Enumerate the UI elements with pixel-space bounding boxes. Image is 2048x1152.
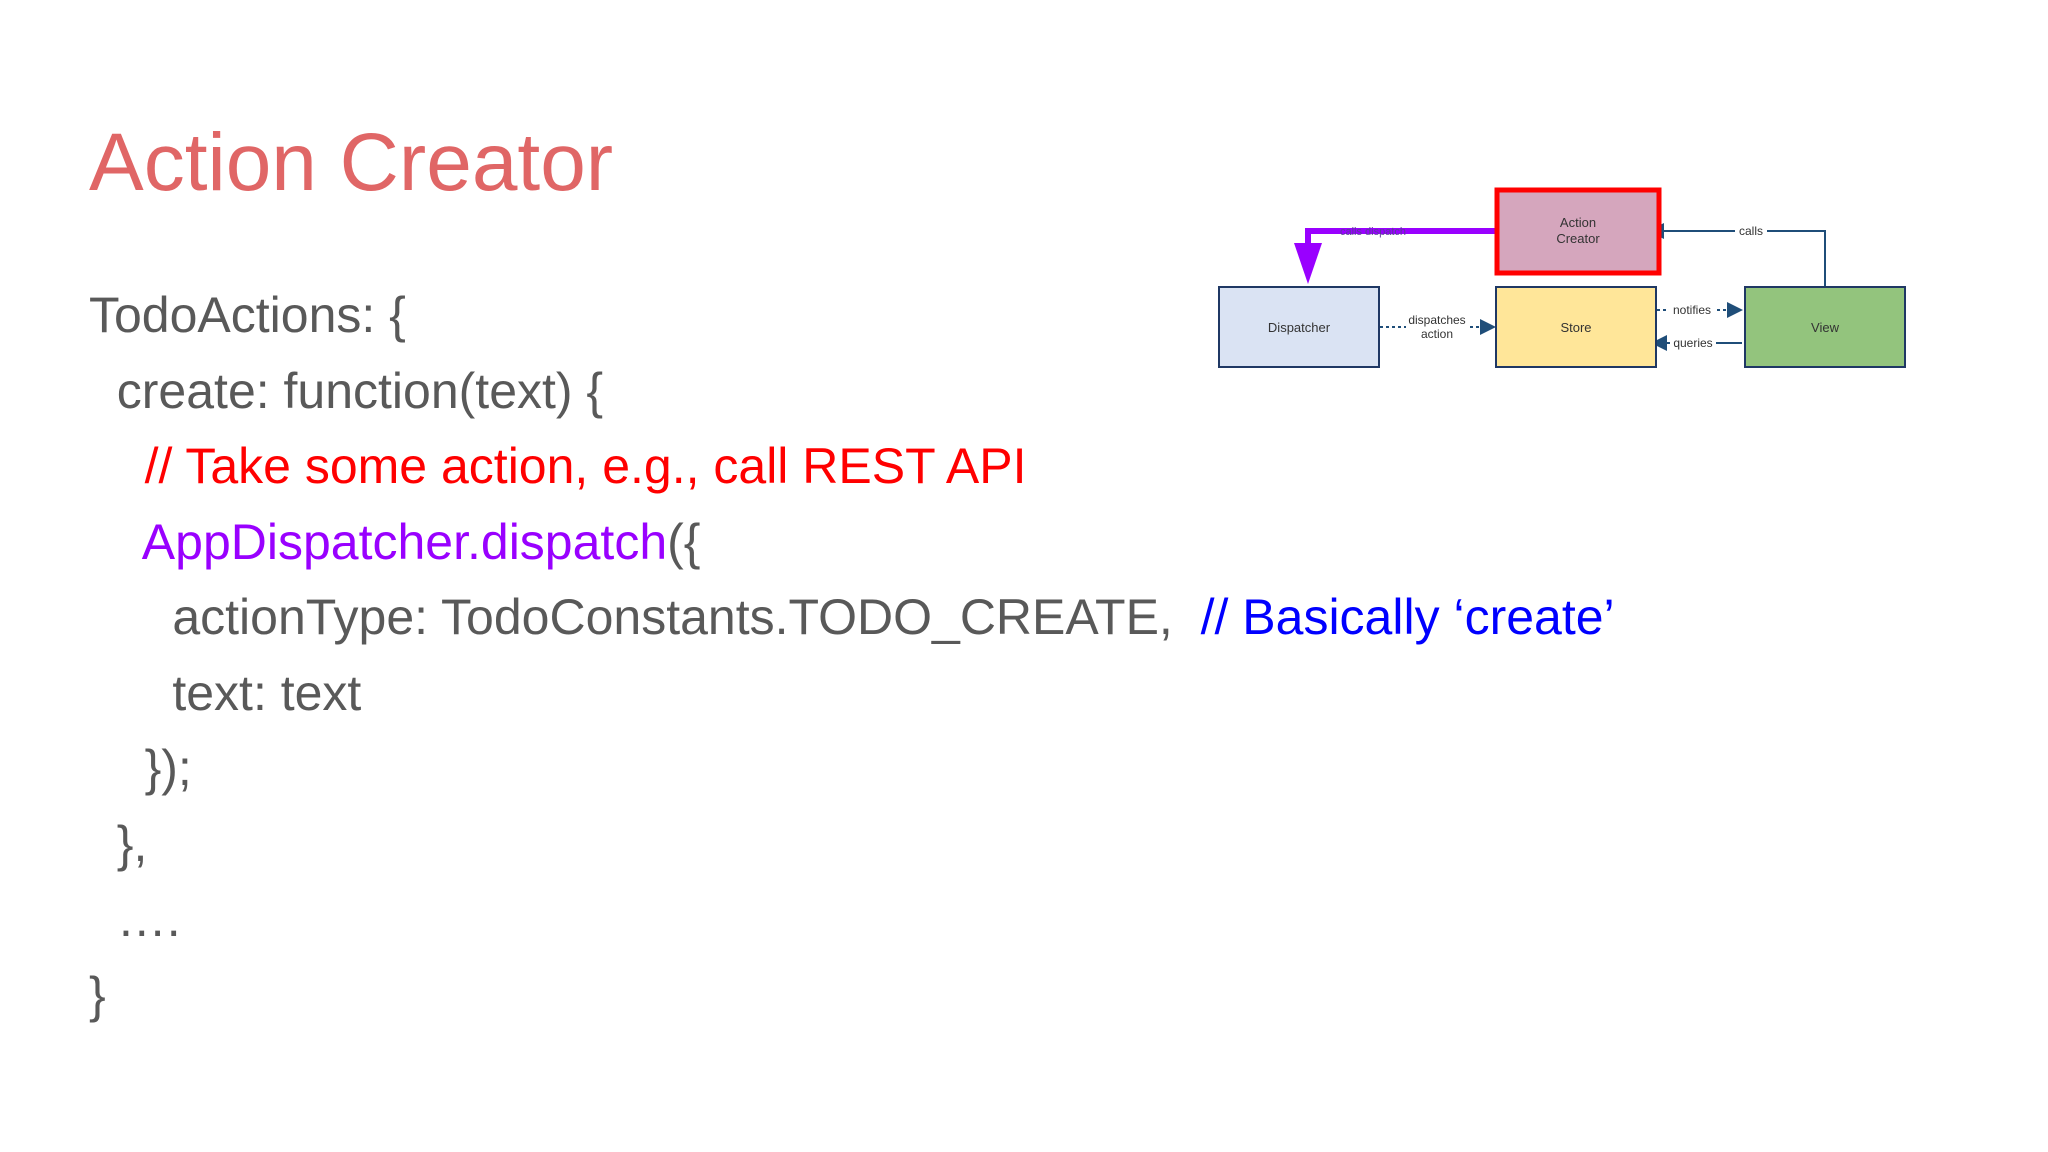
code-line: …. [89, 882, 1615, 958]
code-line: text: text [89, 656, 1615, 732]
code-block: TodoActions: { create: function(text) { … [89, 278, 1615, 1033]
code-token: } [89, 966, 106, 1023]
edge-queries: queries [1651, 335, 1742, 351]
edge-label-queries: queries [1673, 336, 1712, 350]
code-line: } [89, 958, 1615, 1034]
node-store: Store [1495, 286, 1657, 368]
node-action-creator-line1: Action [1560, 215, 1596, 230]
code-line: actionType: TodoConstants.TODO_CREATE, /… [89, 580, 1615, 656]
edge-label-calls-dispatch: calls dispatch [1340, 226, 1406, 238]
edge-label-dispatches: dispatches [1408, 313, 1465, 327]
code-token: text: text [89, 664, 362, 721]
code-line: TodoActions: { [89, 278, 1615, 354]
node-dispatcher: Dispatcher [1218, 286, 1380, 368]
node-action-creator: Action Creator [1494, 187, 1662, 276]
code-line: AppDispatcher.dispatch({ [89, 505, 1615, 581]
flux-diagram-svg: calls dispatch calls dispatches action n… [1218, 187, 1906, 368]
code-token: TodoActions: { [89, 287, 406, 343]
node-view: View [1744, 286, 1906, 368]
code-line: }); [89, 731, 1615, 807]
edge-calls-dispatch: calls dispatch [1294, 226, 1495, 284]
edge-label-calls: calls [1739, 224, 1763, 238]
node-view-label: View [1811, 320, 1840, 335]
node-dispatcher-label: Dispatcher [1268, 320, 1331, 335]
code-token: }); [89, 740, 192, 796]
node-store-label: Store [1560, 320, 1591, 335]
edge-label-action: action [1421, 327, 1453, 341]
edge-dispatches-action: dispatches action [1380, 312, 1496, 342]
slide-title: Action Creator [89, 117, 614, 208]
code-token: AppDispatcher.dispatch [89, 513, 668, 570]
code-token: actionType: TodoConstants.TODO_CREATE, [89, 589, 1201, 645]
code-token: }, [89, 815, 148, 872]
edge-calls: calls [1648, 223, 1826, 287]
code-token: // Take some action, e.g., call REST API [89, 438, 1027, 494]
code-token: // Basically ‘create’ [1200, 589, 1615, 645]
code-line: // Take some action, e.g., call REST API [89, 429, 1615, 505]
code-line: }, [89, 807, 1615, 883]
node-action-creator-line2: Creator [1556, 231, 1600, 246]
code-token: …. [89, 891, 181, 947]
flux-diagram: calls dispatch calls dispatches action n… [1210, 180, 1910, 380]
code-token: ({ [667, 513, 701, 570]
code-token: create: function(text) { [89, 362, 604, 419]
code-line: create: function(text) { [89, 354, 1615, 430]
edge-notifies: notifies [1651, 302, 1743, 318]
edge-label-notifies: notifies [1673, 303, 1711, 317]
